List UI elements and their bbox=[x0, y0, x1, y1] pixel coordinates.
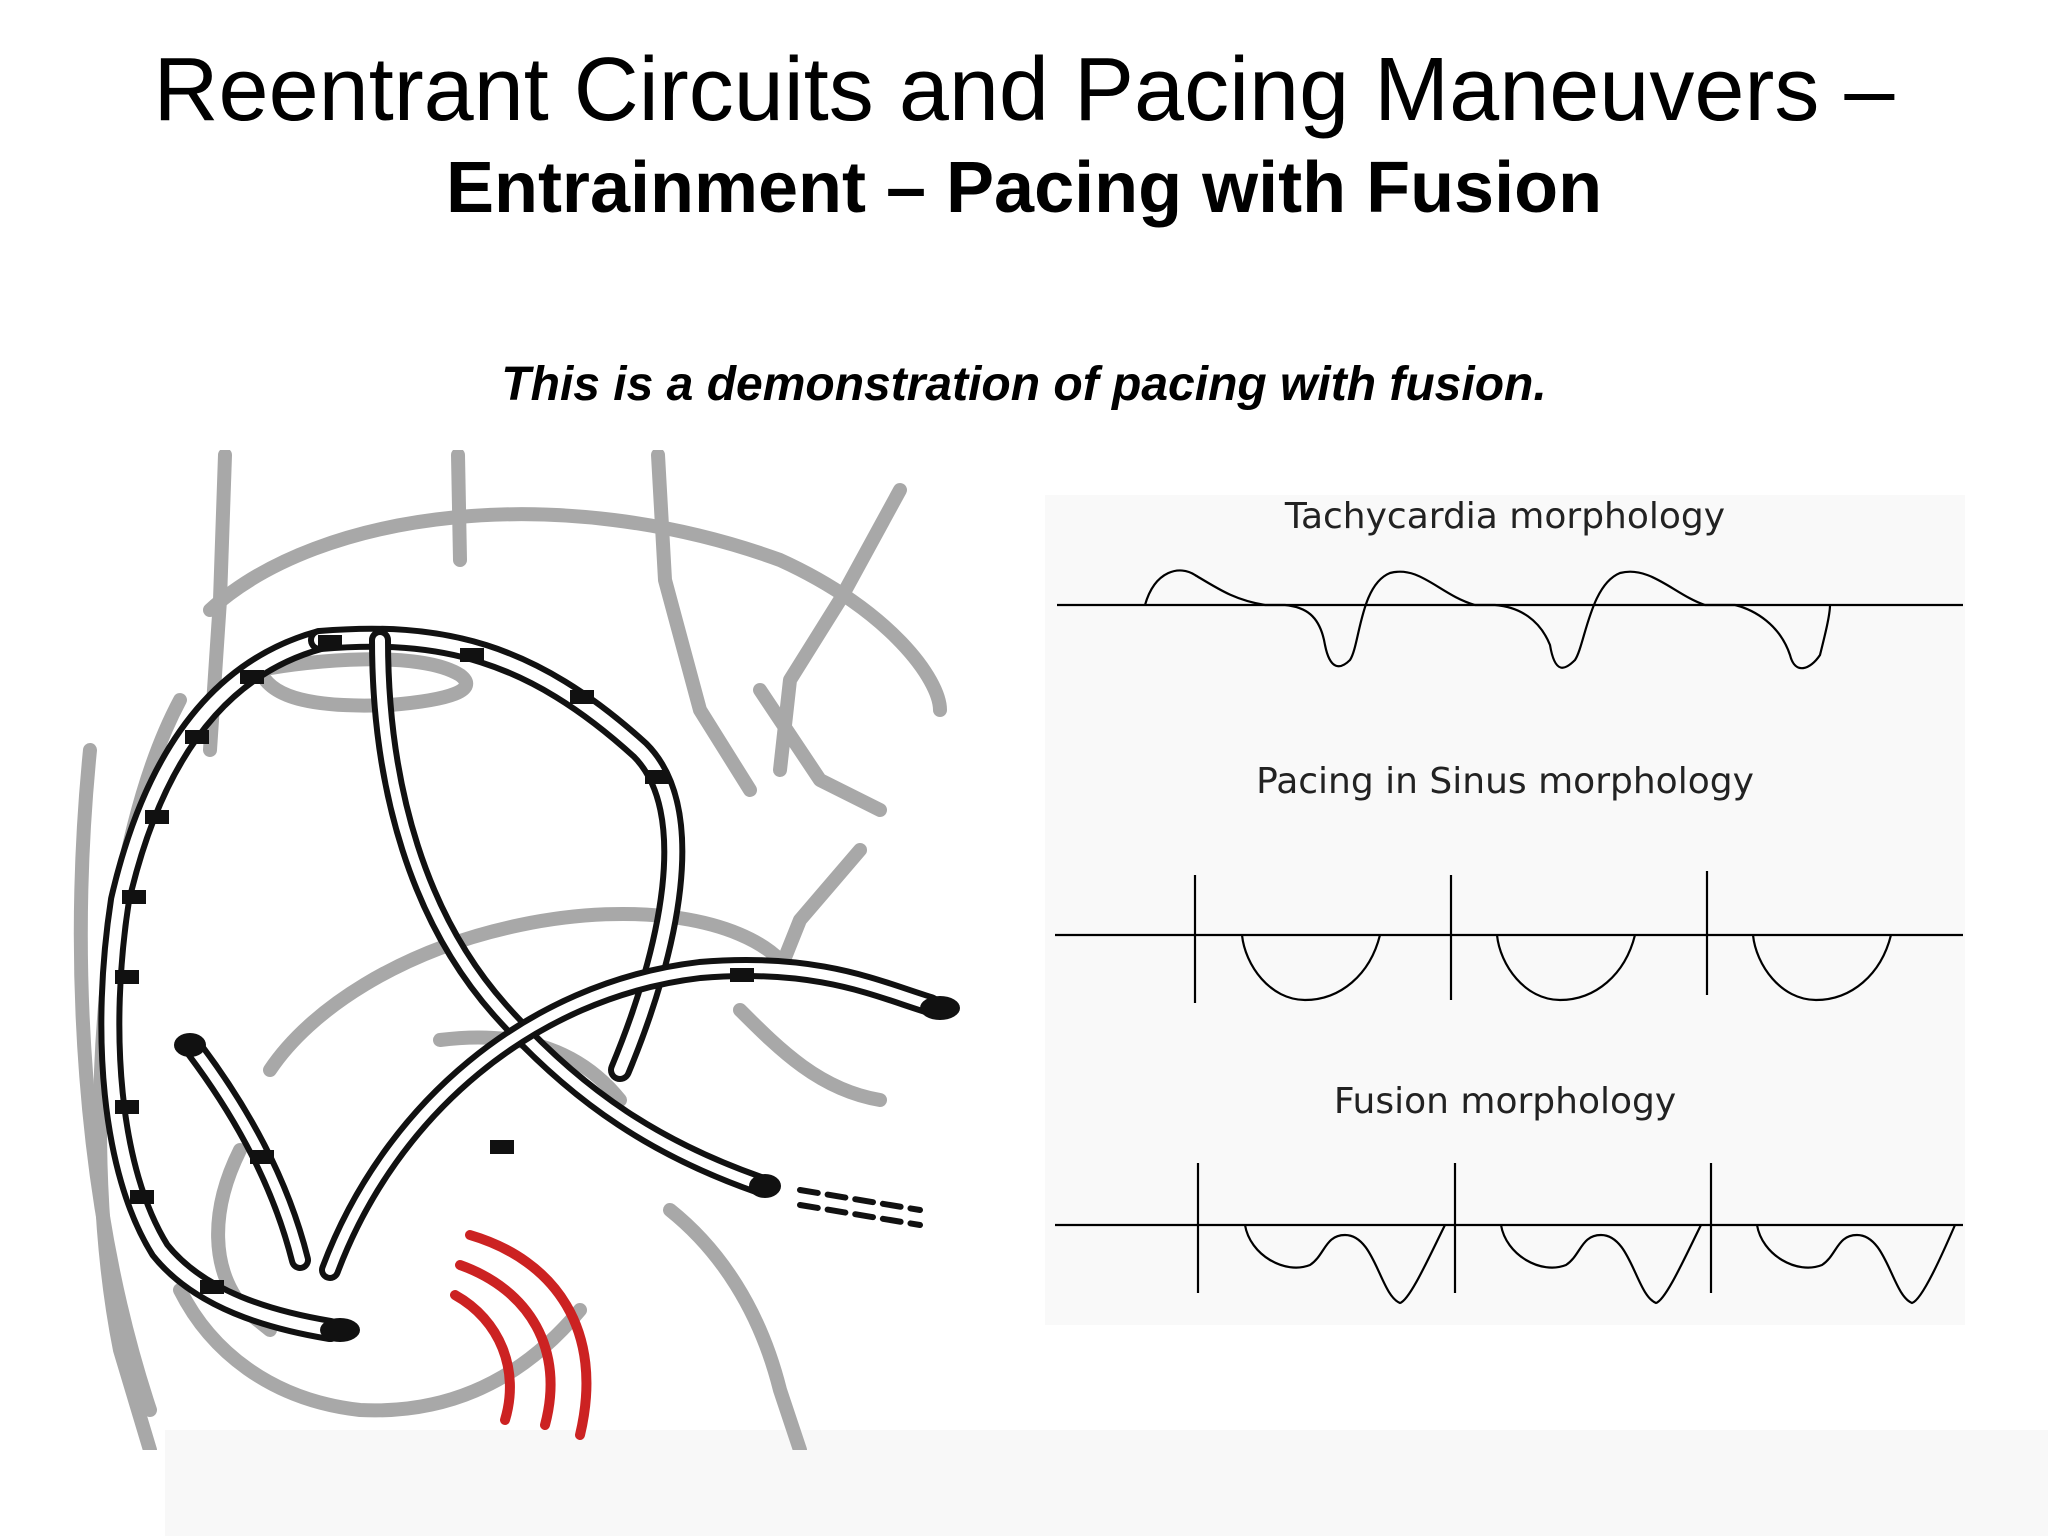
slide-subtitle: Entrainment – Pacing with Fusion bbox=[445, 148, 1603, 228]
background-panel bbox=[165, 1430, 2048, 1536]
catheters bbox=[98, 625, 960, 1342]
heart-catheter-illustration bbox=[73, 450, 960, 1450]
sinus-pacing-morphology-label: Pacing in Sinus morphology bbox=[1256, 761, 1754, 802]
waveform-traces bbox=[1055, 569, 1963, 1305]
catheter-electrodes bbox=[115, 635, 754, 1294]
fusion-morphology-label: Fusion morphology bbox=[1333, 1081, 1677, 1122]
sinus-pacing-trace bbox=[1055, 871, 1963, 1003]
pacing-wave-arcs bbox=[450, 1230, 592, 1440]
catheter-tips bbox=[174, 996, 960, 1342]
fusion-trace bbox=[1055, 1163, 1963, 1305]
ablation-catheter bbox=[184, 1039, 311, 1271]
morphology-waveforms-panel: Tachycardia morphology Pacing in Sinus m… bbox=[1045, 495, 1965, 1325]
catheter-dashes bbox=[797, 1187, 923, 1228]
his-catheter bbox=[369, 629, 771, 1196]
tachycardia-trace bbox=[1057, 569, 1963, 670]
right-ventricular-catheter bbox=[319, 957, 941, 1281]
tachycardia-morphology-label: Tachycardia morphology bbox=[1284, 496, 1726, 537]
coronary-sinus-catheter bbox=[98, 625, 686, 1342]
slide-title: Reentrant Circuits and Pacing Maneuvers … bbox=[153, 40, 1895, 140]
slide-caption: This is a demonstration of pacing with f… bbox=[501, 358, 1547, 411]
